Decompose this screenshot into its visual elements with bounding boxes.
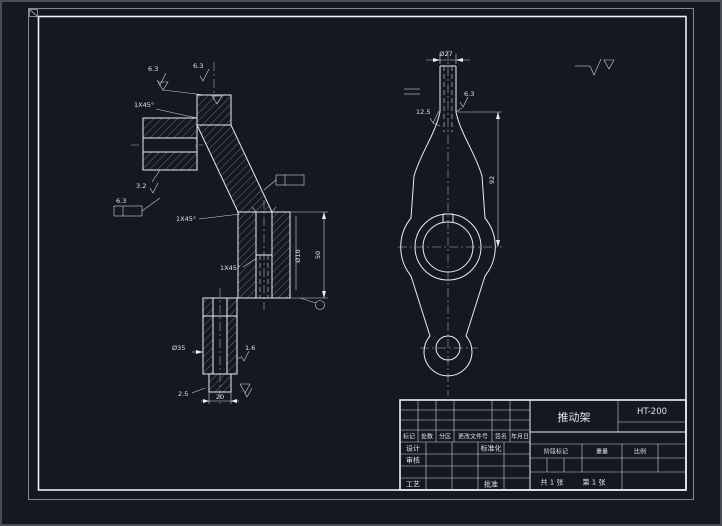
right-front-view	[398, 50, 502, 396]
left-view-annotations: 6.3 6.3 1X45° 3.2 6.3 1X45° 1X45° Ø10	[113, 62, 328, 404]
col-file: 更改文件号	[458, 433, 488, 441]
chamfer-label: 1X45°	[220, 264, 240, 272]
col-date: 年月日	[511, 433, 529, 441]
roughness-label: 6.3	[193, 62, 203, 70]
col-zone: 分区	[439, 433, 451, 441]
weight-label: 重量	[596, 448, 608, 456]
scale-label: 比例	[634, 448, 646, 456]
row-check: 审核	[406, 456, 420, 465]
roughness-label: 1.6	[245, 344, 255, 352]
dim-label: Ø27	[439, 50, 452, 58]
dim-label: 92	[488, 176, 496, 184]
chamfer-label: 1X45°	[176, 215, 196, 223]
cell-approve: 批准	[484, 480, 498, 489]
material-label: HT-200	[637, 407, 667, 417]
sheet-frame	[28, 8, 694, 500]
dim-label: Ø35	[172, 344, 185, 352]
part-name: 推动架	[558, 410, 591, 424]
sheet-total: 共 1 张	[541, 478, 564, 487]
dim-label: 50	[314, 251, 322, 259]
general-roughness-note	[575, 58, 615, 76]
dim-label: 20	[216, 393, 224, 401]
roughness-label: 6.3	[148, 65, 158, 73]
roughness-label: 6.3	[464, 90, 474, 98]
row-process: 工艺	[406, 481, 420, 489]
col-mark: 标记	[403, 433, 415, 441]
roughness-label: 12.5	[416, 108, 430, 116]
title-block: 标记 处数 分区 更改文件号 签名 年月日 设计 标准化 审核 工艺 批准 推动…	[399, 399, 687, 491]
left-section-view	[131, 62, 291, 404]
roughness-label: 6.3	[116, 197, 126, 205]
cell-standard: 标准化	[481, 444, 502, 453]
row-design: 设计	[406, 444, 420, 453]
col-sign: 签名	[495, 433, 507, 441]
stage-mark-label: 阶段标记	[544, 448, 568, 456]
dim-label: Ø10	[294, 249, 302, 262]
col-count: 处数	[421, 433, 433, 441]
sheet-index: 第 1 张	[583, 478, 606, 487]
roughness-label: 3.2	[136, 182, 146, 190]
right-view-annotations: Ø27 12.5 6.3 92	[404, 50, 502, 247]
dim-label: 2.5	[178, 390, 188, 398]
chamfer-label: 1X45°	[134, 101, 154, 109]
